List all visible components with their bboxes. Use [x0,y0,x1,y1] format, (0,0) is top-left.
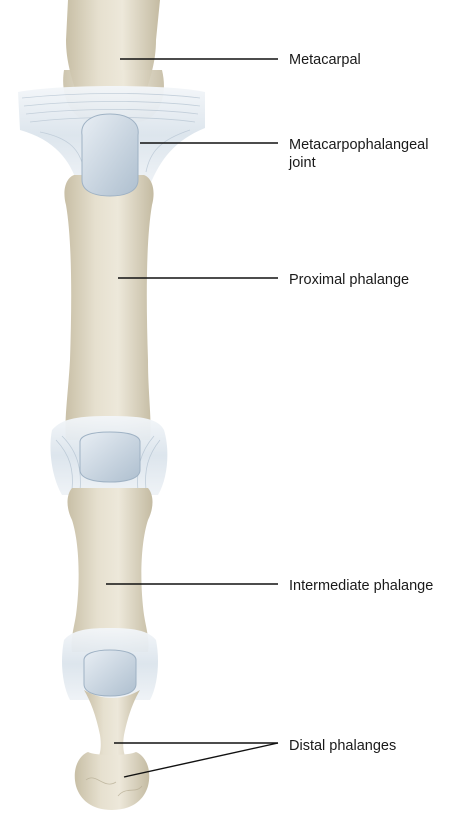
pip-cartilage [80,432,140,482]
label-mcp-line2: joint [289,154,428,172]
label-mcp-line1: Metacarpophalangeal [289,137,428,153]
leader-line-distal-lower [124,743,278,777]
label-metacarpal: Metacarpal [289,51,361,69]
label-distal-phalanges: Distal phalanges [289,737,396,755]
distal-phalange-tuft [75,752,150,810]
mcp-cartilage [82,114,138,196]
dip-cartilage [84,650,136,696]
label-intermediate-phalange: Intermediate phalange [289,577,433,595]
proximal-phalange-bone [64,175,153,440]
intermediate-phalange-bone [68,488,153,652]
distal-phalange-bone [84,690,140,762]
label-proximal-phalange: Proximal phalange [289,271,409,289]
label-metacarpophalangeal-joint: Metacarpophalangeal joint [289,136,428,172]
